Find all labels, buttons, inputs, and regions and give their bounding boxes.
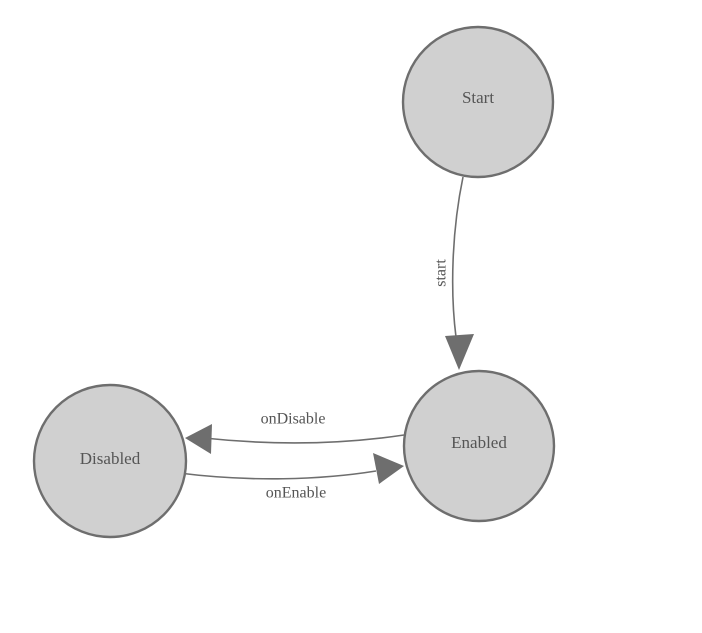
node-disabled[interactable]: Disabled (32, 383, 188, 539)
node-disabled-label: Disabled (80, 449, 141, 468)
edge-disabled-to-enabled-path (178, 470, 377, 480)
edge-enabled-to-disabled-arrowhead-icon (185, 424, 212, 454)
edge-enabled-to-disabled[interactable]: onDisable (185, 411, 405, 454)
edge-disabled-to-enabled-arrowhead-icon (373, 453, 404, 484)
edge-enabled-to-disabled-path (203, 434, 405, 444)
node-start-label: Start (462, 88, 494, 107)
edge-start-to-enabled-path (451, 176, 464, 338)
edge-start-to-enabled[interactable]: start (433, 176, 474, 370)
node-disabled-circle (32, 383, 188, 539)
edge-enabled-to-disabled-label: onDisable (261, 411, 326, 428)
edge-start-to-enabled-label: start (433, 259, 450, 287)
edge-disabled-to-enabled[interactable]: onEnable (178, 453, 404, 502)
node-enabled[interactable]: Enabled (402, 369, 556, 523)
node-enabled-label: Enabled (451, 433, 507, 452)
node-enabled-circle (402, 369, 556, 523)
node-start[interactable]: Start (401, 25, 555, 179)
edge-start-to-enabled-arrowhead-icon (445, 334, 474, 370)
edge-disabled-to-enabled-label: onEnable (266, 485, 326, 502)
node-start-circle (401, 25, 555, 179)
